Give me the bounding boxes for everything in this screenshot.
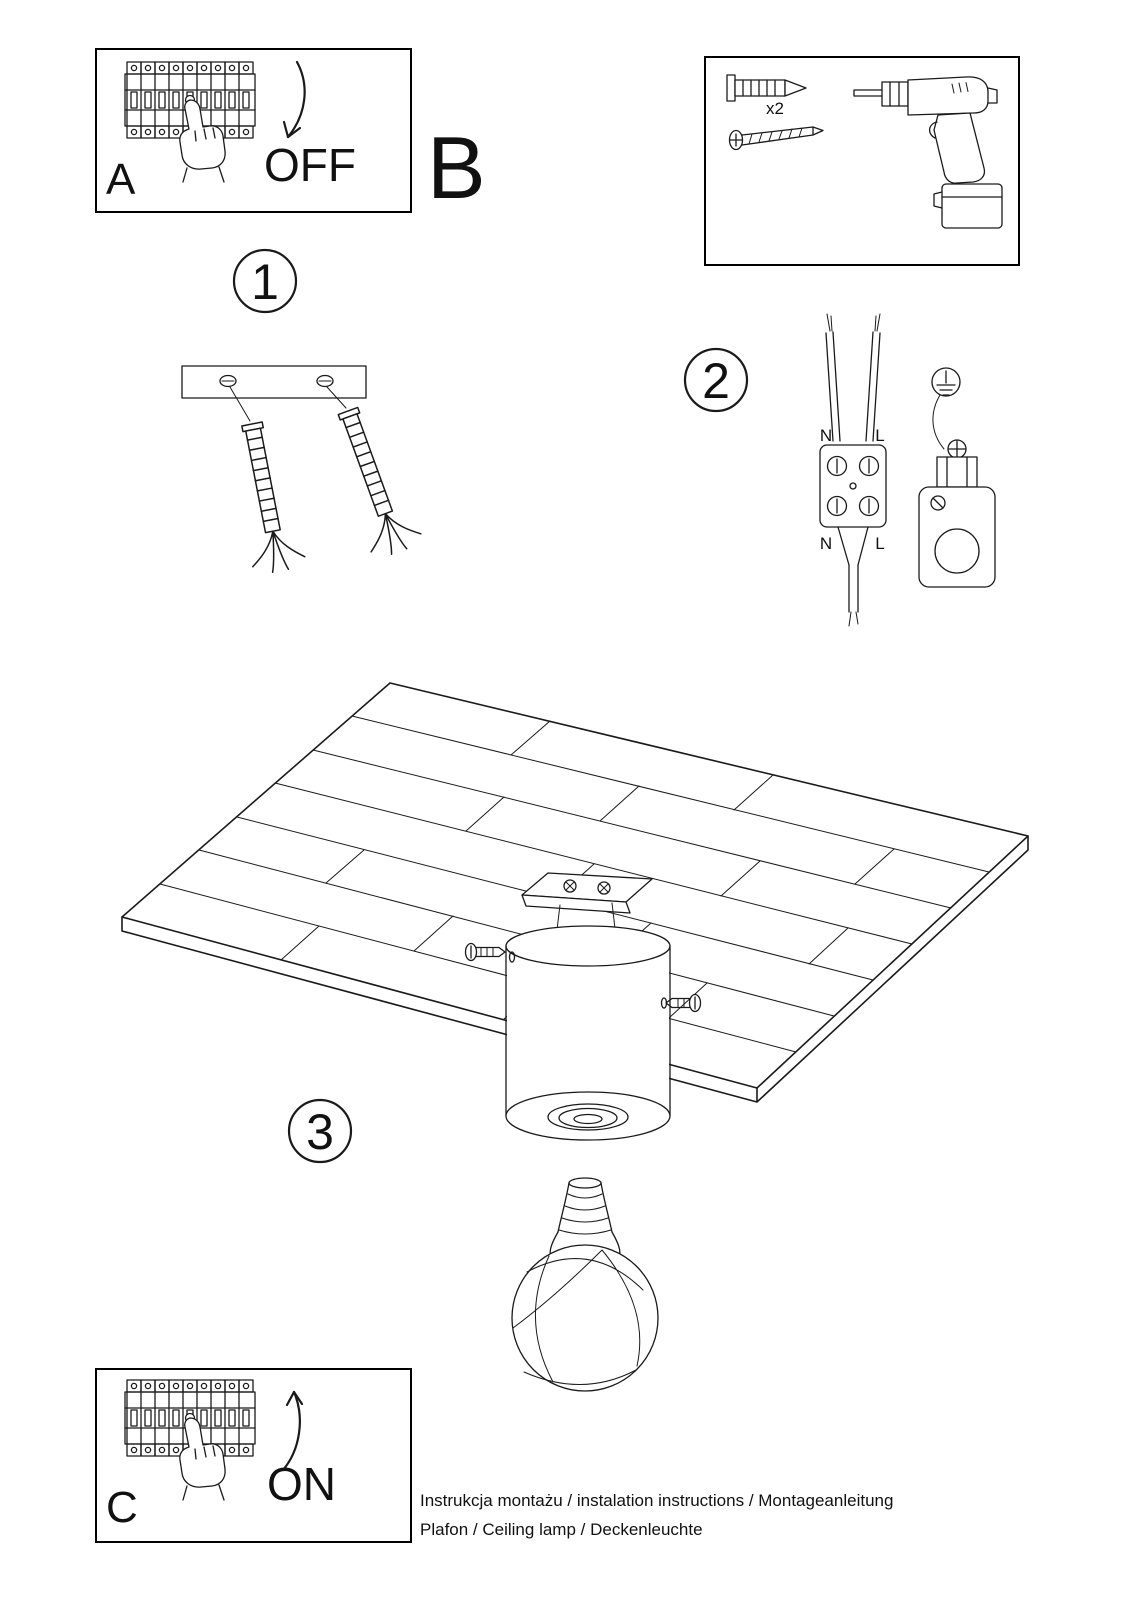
power-on-panel-box bbox=[95, 1368, 412, 1543]
power-off-panel-box bbox=[95, 48, 412, 213]
step-3-figure: 3 bbox=[121, 682, 1029, 1392]
step-3-circle bbox=[287, 1098, 353, 1164]
wall-anchor-icon bbox=[225, 418, 308, 577]
lamp-body bbox=[505, 925, 671, 1141]
ground-pigtail-wire bbox=[932, 394, 945, 450]
off-state-label: OFF bbox=[264, 139, 356, 191]
step-3-number: 3 bbox=[306, 1104, 334, 1160]
plank-joints bbox=[280, 720, 895, 1021]
lamp-wires-bottom bbox=[837, 526, 869, 627]
anchor-quantity-label: x2 bbox=[766, 99, 784, 118]
step-2-figure: 2 N L N L bbox=[683, 313, 996, 627]
wire-label-n-bottom: N bbox=[820, 534, 832, 553]
mounting-bracket bbox=[521, 872, 653, 939]
tools-parts-box bbox=[704, 56, 1020, 266]
wire-label-n-top: N bbox=[820, 426, 832, 445]
step-2-circle bbox=[683, 347, 749, 413]
panel-c-label: C bbox=[106, 1483, 138, 1532]
step-1-circle bbox=[232, 248, 298, 314]
wall-anchor-icon bbox=[322, 401, 425, 562]
step-1-number: 1 bbox=[251, 254, 279, 310]
wire-label-l-top: L bbox=[875, 426, 884, 445]
section-b-label: B bbox=[427, 118, 486, 217]
mounting-screw-left bbox=[464, 942, 516, 963]
step-2-number: 2 bbox=[702, 353, 730, 409]
panel-a-label: A bbox=[106, 155, 136, 204]
supply-wires-top bbox=[825, 313, 881, 442]
step-1-figure: 1 bbox=[181, 248, 425, 577]
plank-lines bbox=[159, 715, 990, 1053]
ground-symbol-icon bbox=[931, 367, 961, 397]
wire-label-l-bottom: L bbox=[875, 534, 884, 553]
terminal-block bbox=[819, 444, 887, 528]
footer-instructions-line: Instrukcja montażu / instalation instruc… bbox=[420, 1491, 894, 1510]
on-state-label: ON bbox=[267, 1458, 336, 1510]
light-bulb bbox=[511, 1177, 659, 1392]
mounting-plate bbox=[181, 365, 367, 399]
ceiling-panel bbox=[121, 682, 1029, 1103]
ground-clamp bbox=[918, 439, 996, 588]
mounting-screw-right bbox=[660, 993, 702, 1013]
footer-product-line: Plafon / Ceiling lamp / Deckenleuchte bbox=[420, 1520, 703, 1539]
